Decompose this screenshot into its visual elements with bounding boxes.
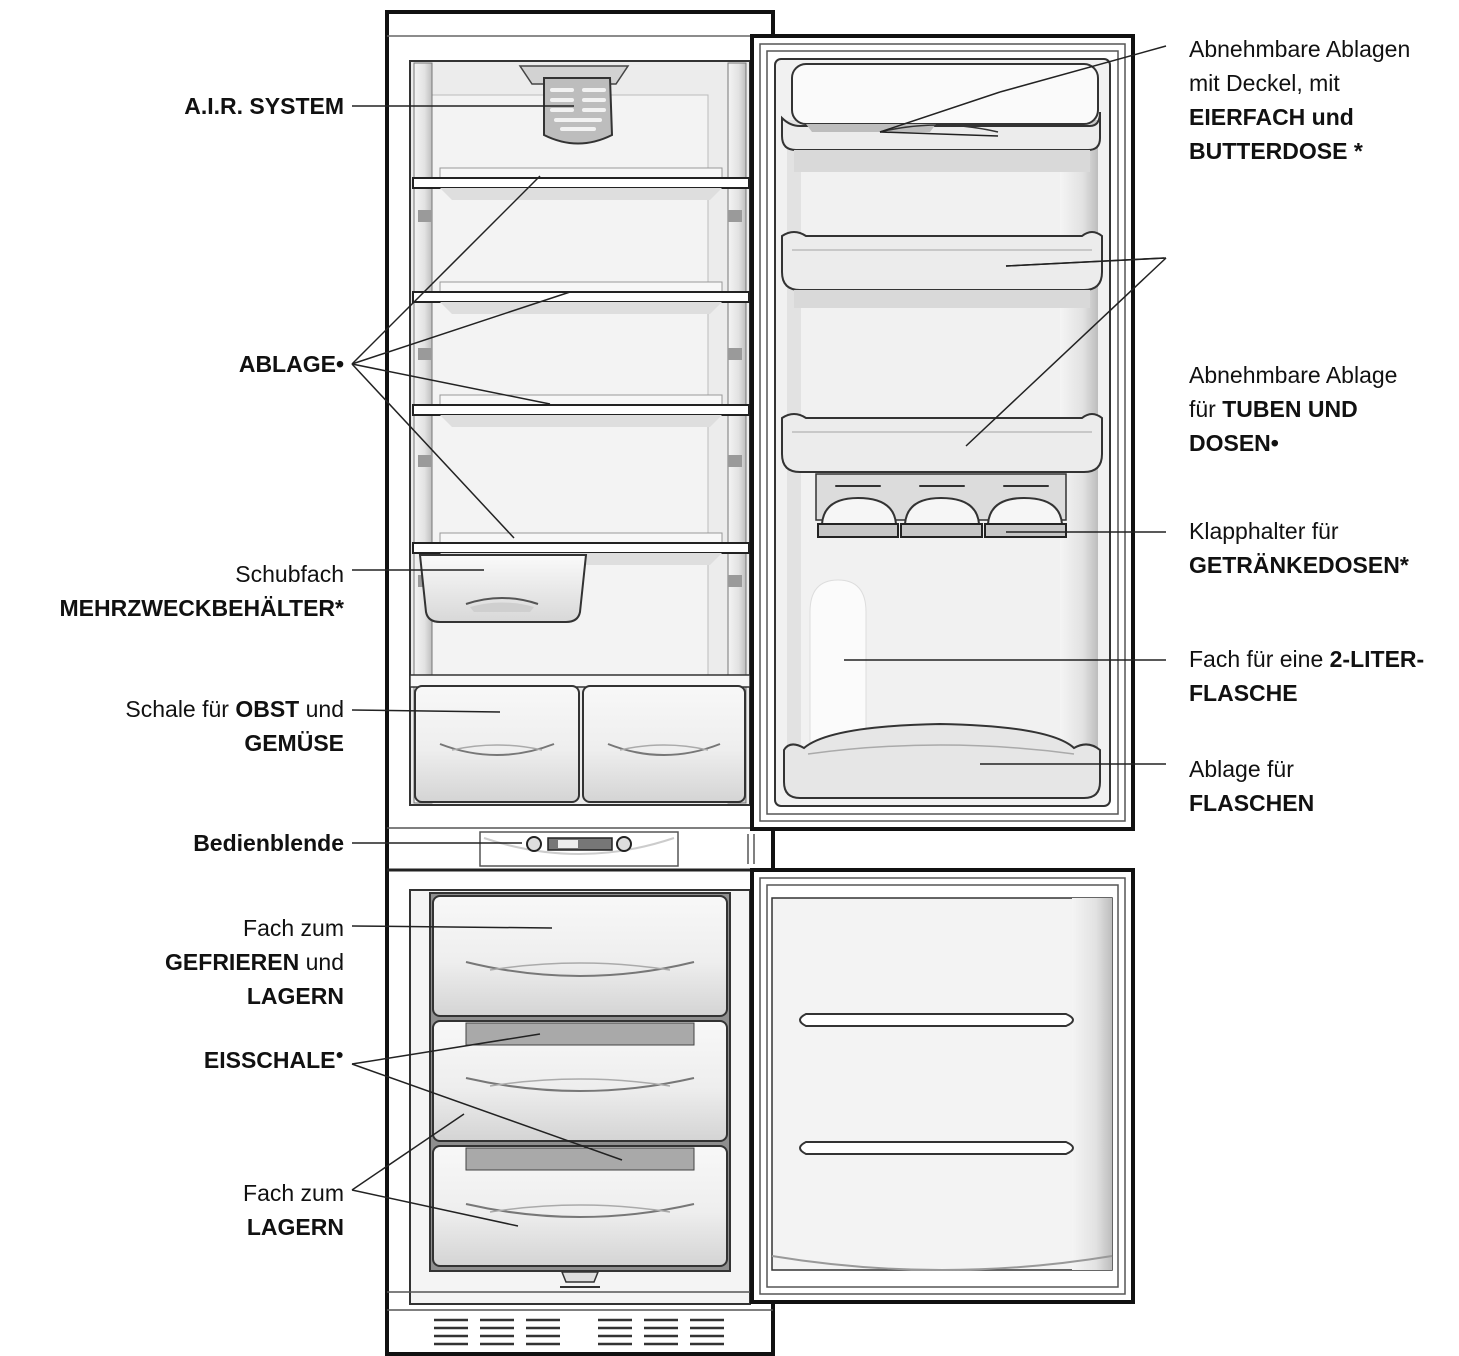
can-holders <box>815 473 1067 538</box>
label-crisper: Schale für OBST und GEMÜSE <box>125 692 344 760</box>
air-system-vent <box>518 65 630 145</box>
gefrieren-line-1: Fach zum <box>243 915 344 941</box>
ablagen-line-2: mit Deckel, mit <box>1189 70 1340 96</box>
schubfach-line-1: Schubfach <box>235 561 344 587</box>
gefrieren-bold: GEFRIEREN <box>165 949 300 975</box>
schale-mid: und <box>299 696 344 722</box>
label-tuben: Abnehmbare Ablage für TUBEN UND DOSEN• <box>1189 358 1397 460</box>
gefrieren-und: und <box>299 949 344 975</box>
tuben-line-3: DOSEN• <box>1189 430 1279 456</box>
label-air-system: A.I.R. SYSTEM <box>184 89 344 123</box>
flaschen-line-1: Ablage für <box>1189 756 1294 782</box>
freezer-section <box>387 889 773 1311</box>
bottle-space <box>809 579 867 747</box>
leader-lines <box>351 45 1167 1227</box>
schale-bold-2: GEMÜSE <box>244 730 344 756</box>
door-shelf-upper <box>781 231 1103 308</box>
label-flaschen: Ablage für FLASCHEN <box>1189 752 1314 820</box>
label-bottle-space: Fach für eine 2-LITER- FLASCHE <box>1189 642 1424 710</box>
eisschale-text: EISSCHALE <box>203 1047 336 1073</box>
tuben-bold: TUBEN UND <box>1222 396 1358 422</box>
flaschen-line-2: FLASCHEN <box>1189 790 1315 816</box>
label-lagern: Fach zum LAGERN <box>243 1176 344 1244</box>
control-panel <box>387 827 773 872</box>
crisper-drawers <box>409 674 751 803</box>
label-door-bin: Abnehmbare Ablagen mit Deckel, mit EIERF… <box>1189 32 1410 168</box>
klapp-line-1: Klapphalter für <box>1189 518 1339 544</box>
tuben-line-1: Abnehmbare Ablage <box>1189 362 1398 388</box>
door-bottle-shelf <box>783 722 1101 799</box>
ablagen-line-1: Abnehmbare Ablagen <box>1189 36 1411 62</box>
schubfach-line-2: MEHRZWECKBEHÄLTER* <box>59 595 344 621</box>
fach-line-2: FLASCHE <box>1189 680 1298 706</box>
door-shelf-lower <box>781 413 1103 473</box>
fach-pre: Fach für eine <box>1189 646 1330 672</box>
door-bin-with-lid <box>781 63 1101 172</box>
schale-pre: Schale für <box>125 696 236 722</box>
tuben-pre: für <box>1189 396 1223 422</box>
freezer-door <box>750 868 1135 1304</box>
label-ablage: ABLAGE• <box>239 347 344 381</box>
lagern-line-1: Fach zum <box>243 1180 344 1206</box>
klapp-line-2: GETRÄNKEDOSEN* <box>1189 552 1409 578</box>
ablagen-line-3: EIERFACH und <box>1189 104 1354 130</box>
gefrieren-line-3: LAGERN <box>246 983 344 1009</box>
ablage-text: ABLAGE• <box>238 351 344 377</box>
air-system-text: A.I.R. SYSTEM <box>184 93 344 119</box>
ablagen-line-4: BUTTERDOSE * <box>1189 138 1363 164</box>
bedienblende-text: Bedienblende <box>193 830 344 856</box>
label-schubfach: Schubfach MEHRZWECKBEHÄLTER* <box>59 557 344 625</box>
eisschale-mark: ● <box>335 1046 344 1062</box>
multipurpose-drawer <box>418 554 588 623</box>
label-klapphalter: Klapphalter für GETRÄNKEDOSEN* <box>1189 514 1409 582</box>
label-eisschale: EISSCHALE● <box>204 1043 344 1077</box>
ventilation-grille <box>434 1318 724 1346</box>
label-bedienblende: Bedienblende <box>193 826 344 860</box>
fach-bold: 2-LITER- <box>1329 646 1425 672</box>
label-gefrieren: Fach zum GEFRIEREN und LAGERN <box>165 911 344 1013</box>
lagern-line-2: LAGERN <box>246 1214 344 1240</box>
schale-bold-1: OBST <box>235 696 300 722</box>
